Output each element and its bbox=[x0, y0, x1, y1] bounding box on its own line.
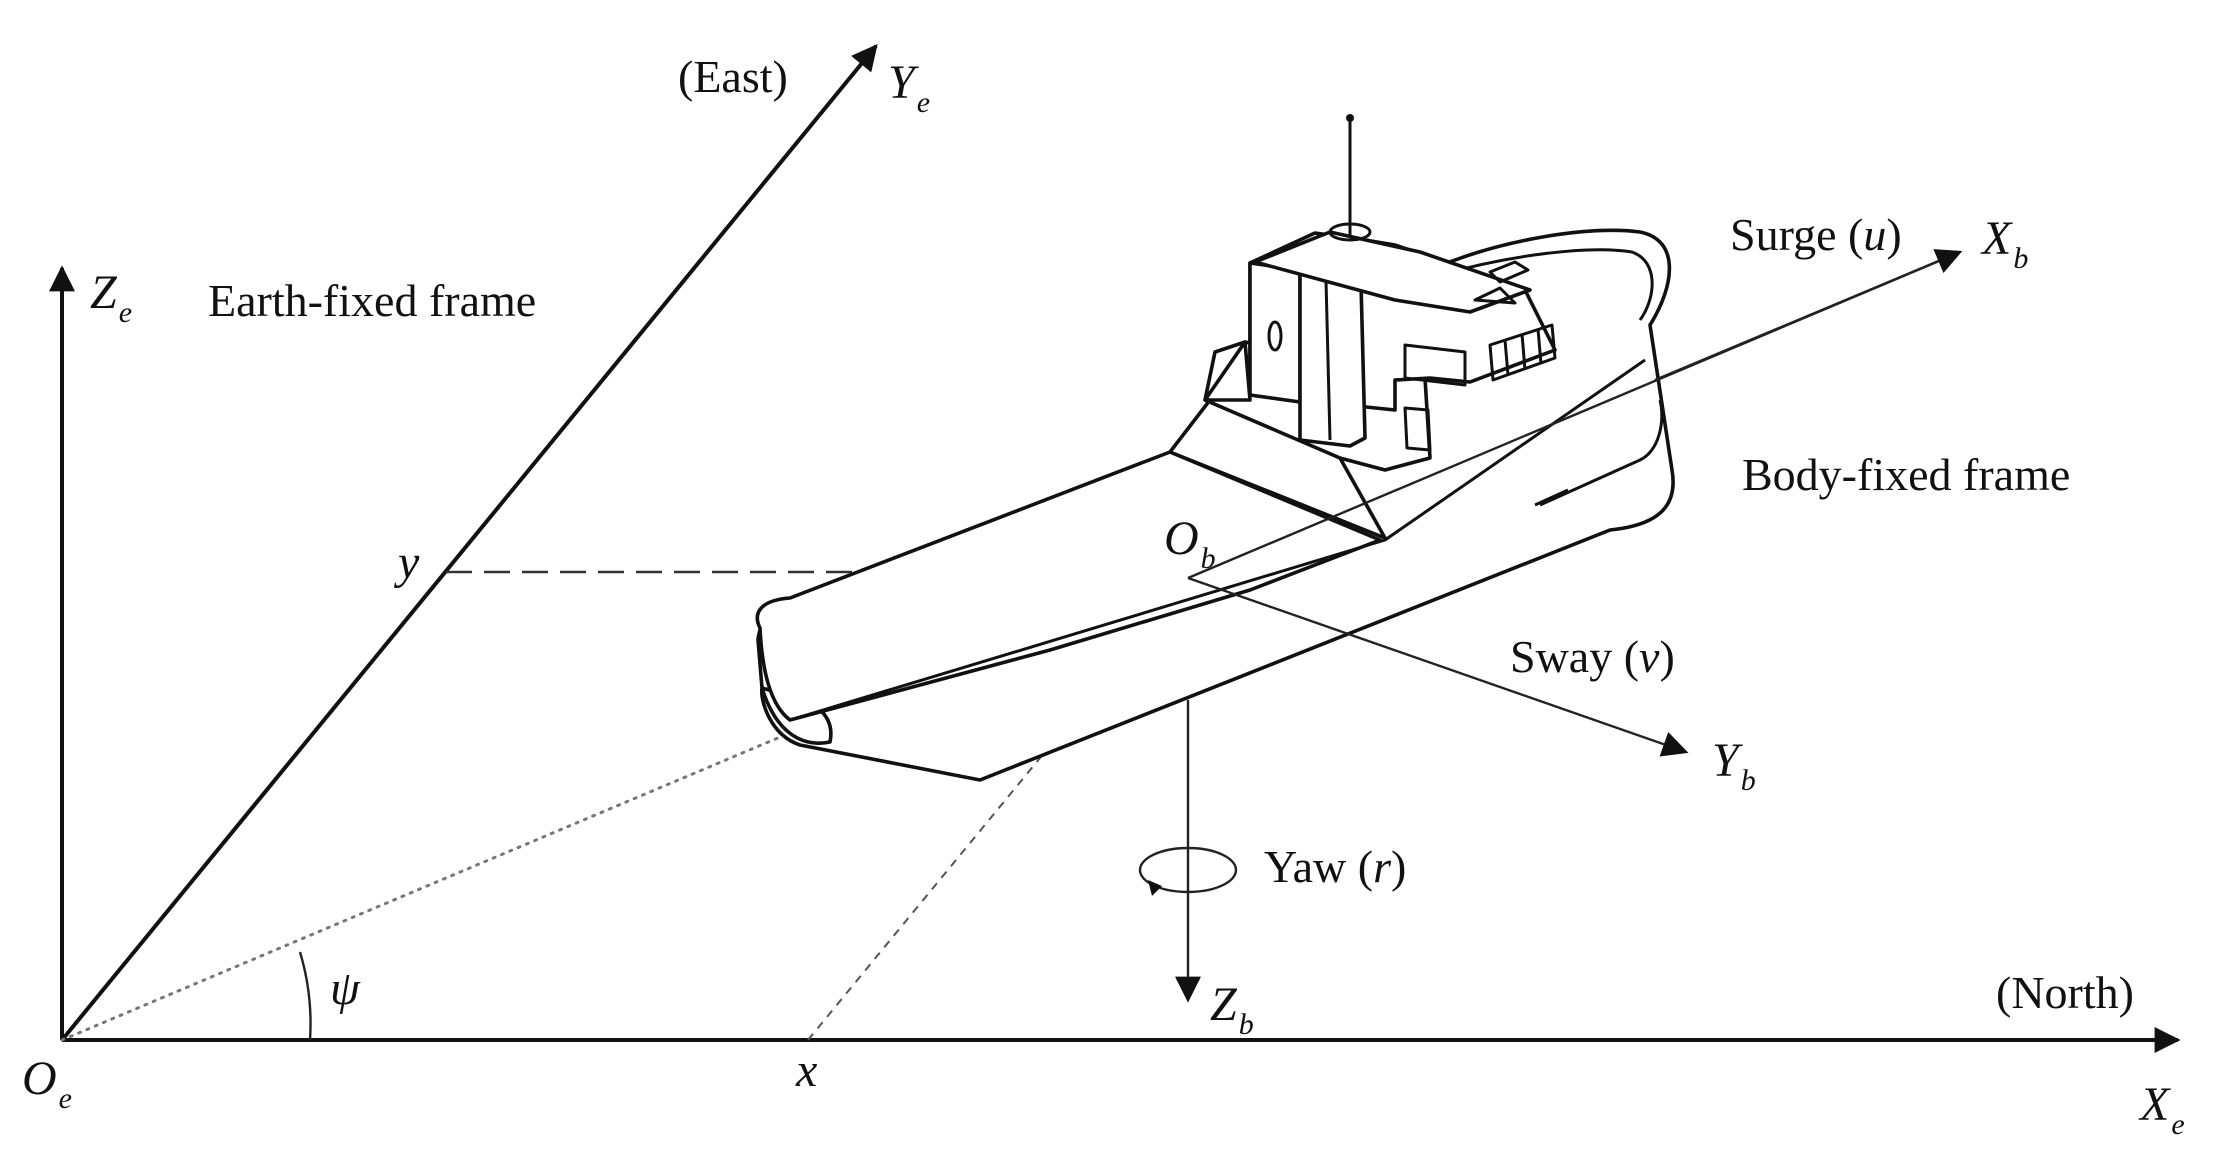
psi-label: ψ bbox=[330, 962, 361, 1015]
body-frame-label: Body-fixed frame bbox=[1742, 449, 2070, 500]
earth-axes bbox=[49, 43, 2181, 1053]
east-label: (East) bbox=[678, 51, 788, 102]
north-label: (North) bbox=[1996, 967, 2134, 1018]
sway-label: Sway (v) bbox=[1510, 631, 1675, 682]
oe-origin-label: Oe bbox=[22, 1052, 72, 1115]
zb-axis-label: Zb bbox=[1210, 978, 1254, 1041]
earth-frame-label: Earth-fixed frame bbox=[208, 275, 536, 326]
heading-line bbox=[60, 368, 1652, 1042]
ze-axis-label: Ze bbox=[90, 266, 132, 329]
yaw-rotation-icon bbox=[1138, 846, 1238, 896]
y-body-axis bbox=[1187, 576, 1689, 757]
ship bbox=[755, 114, 1675, 782]
x-body-axis-head bbox=[1654, 249, 1963, 382]
y-earth-axis bbox=[60, 43, 878, 1042]
psi-arc bbox=[298, 951, 312, 1041]
yaw-label: Yaw (r) bbox=[1264, 841, 1406, 892]
x-coord-label: x bbox=[795, 1044, 817, 1097]
yb-axis-label: Yb bbox=[1712, 734, 1756, 797]
y-coord-label: y bbox=[393, 536, 420, 589]
ob-origin-label: Ob bbox=[1164, 512, 1216, 575]
surge-label: Surge (u) bbox=[1730, 209, 1902, 260]
xe-axis-label: Xe bbox=[2138, 1078, 2185, 1141]
ye-axis-label: Ye bbox=[888, 56, 930, 119]
xb-axis-label: Xb bbox=[1980, 212, 2028, 275]
body-axes bbox=[1175, 249, 1963, 1003]
